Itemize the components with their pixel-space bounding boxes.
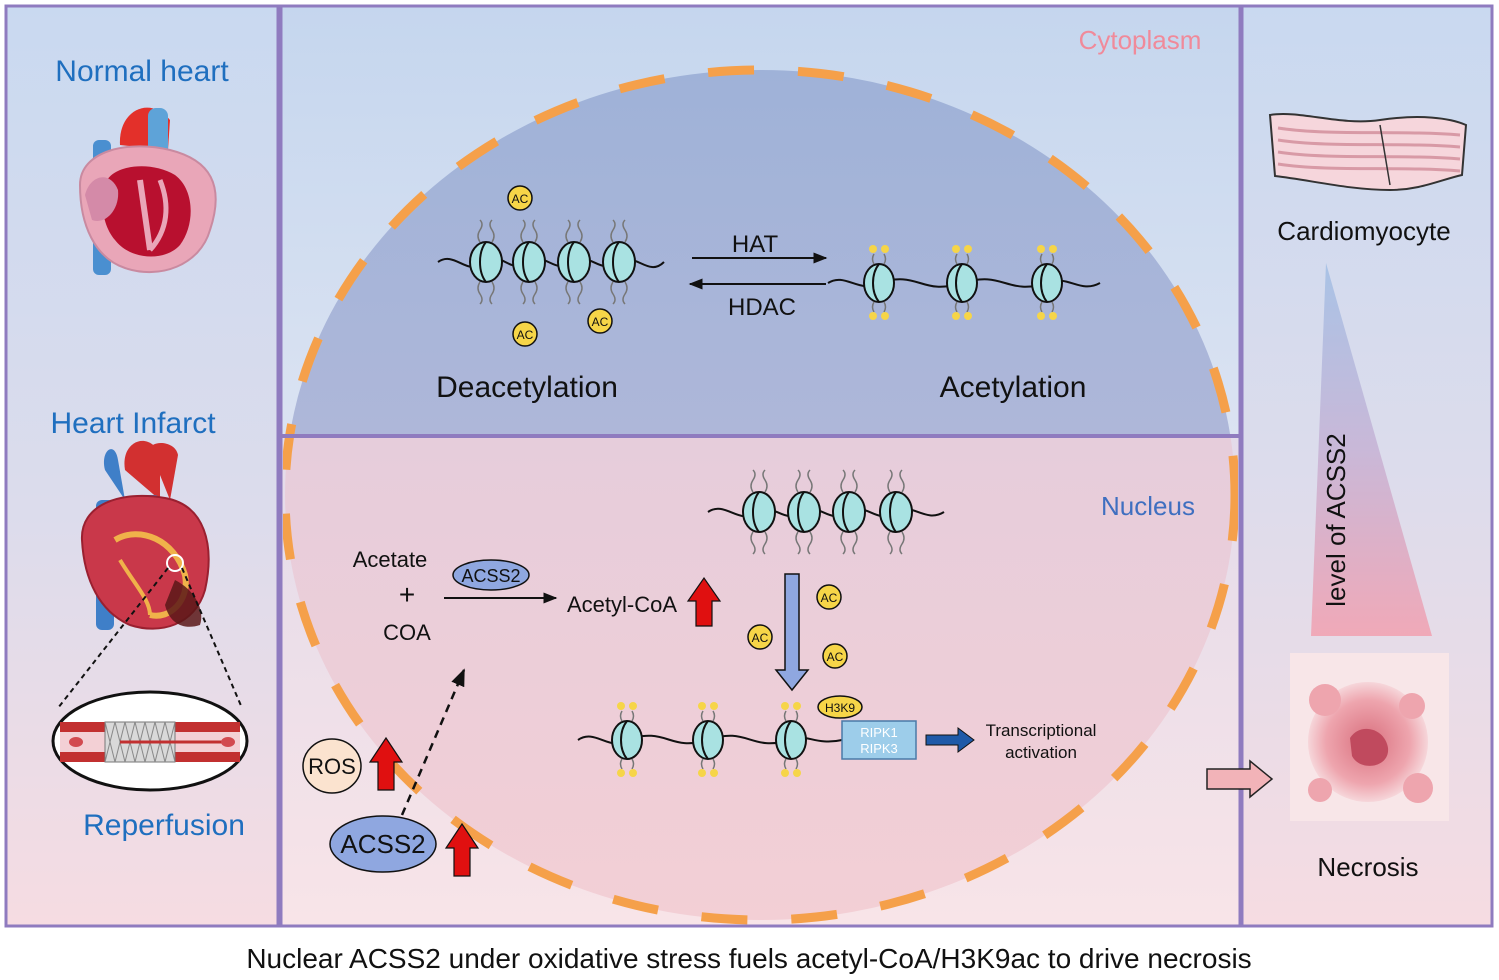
ros-badge: ROS [302,738,362,794]
h3k9-badge: H3K9 [817,695,863,719]
ac-token: AC [512,321,538,347]
acss2-enzyme-badge: ACSS2 [452,559,530,591]
ripk-gene-box: RIPK1 RIPK3 [841,720,917,760]
necrosis-label: Necrosis [1317,852,1418,882]
svg-text:H3K9: H3K9 [825,701,855,715]
ac-token: AC [822,643,848,669]
chromatin-top [707,469,945,555]
acss2-translocation-arrow [400,668,466,816]
svg-text:RIPK1: RIPK1 [860,725,898,740]
infarct-heart-icon [80,440,210,630]
acetyl-coa-up-arrow [686,576,722,627]
deacetylation-label: Deacetylation [436,371,618,404]
transcriptional-label: Transcriptional [986,721,1097,740]
cardiomyocyte-icon [1268,113,1468,192]
svg-text:AC: AC [821,591,838,605]
normal-heart-icon [78,107,217,275]
reperfusion-title: Reperfusion [83,809,245,842]
ac-token: AC [816,584,842,610]
svg-text:RIPK3: RIPK3 [860,741,898,756]
figure-caption: Nuclear ACSS2 under oxidative stress fue… [246,943,1251,974]
acetyl-coa-label: Acetyl-CoA [567,592,677,617]
svg-text:AC: AC [517,328,534,342]
plus-label: + [399,579,415,610]
cytoplasm-label: Cytoplasm [1079,25,1202,55]
ros-up-arrow [368,736,404,791]
svg-text:AC: AC [827,650,844,664]
normal-heart-title: Normal heart [55,55,229,88]
to-necrosis-arrow [1206,759,1274,799]
svg-text:AC: AC [592,315,609,329]
acss2-level-wedge [1311,263,1432,636]
necrosis-cell-icon [1290,653,1449,821]
acetylation-label: Acetylation [940,371,1087,404]
cardiomyocyte-label: Cardiomyocyte [1277,216,1450,246]
ac-token: AC [507,185,533,211]
acetylated-chromatin [827,244,1101,321]
svg-text:ACSS2: ACSS2 [461,566,520,586]
acss2-level-label: level of ACSS2 [1321,433,1351,606]
nucleus-label: Nucleus [1101,491,1195,521]
svg-text:AC: AC [752,631,769,645]
stent-vessel-icon [51,690,249,792]
ac-token: AC [587,308,613,334]
heart-infarct-title: Heart Infarct [50,407,216,440]
deacetylated-chromatin [437,219,665,305]
acss2-badge: ACSS2 [329,815,437,873]
hdac-label: HDAC [728,294,796,321]
transcription-arrow [925,727,975,753]
acss2-up-arrow [444,822,480,877]
activation-label: activation [1005,743,1077,762]
svg-text:ROS: ROS [308,754,356,779]
nucleus-ellipse-bottom [283,436,1238,925]
acetate-label: Acetate [353,547,428,572]
svg-text:AC: AC [512,192,529,206]
hat-label: HAT [732,231,779,258]
acetylation-down-arrow [774,573,810,692]
acetylated-chromatin-bottom [577,701,843,778]
ac-token: AC [747,624,773,650]
svg-text:ACSS2: ACSS2 [340,829,425,859]
coa-label: COA [383,620,431,645]
